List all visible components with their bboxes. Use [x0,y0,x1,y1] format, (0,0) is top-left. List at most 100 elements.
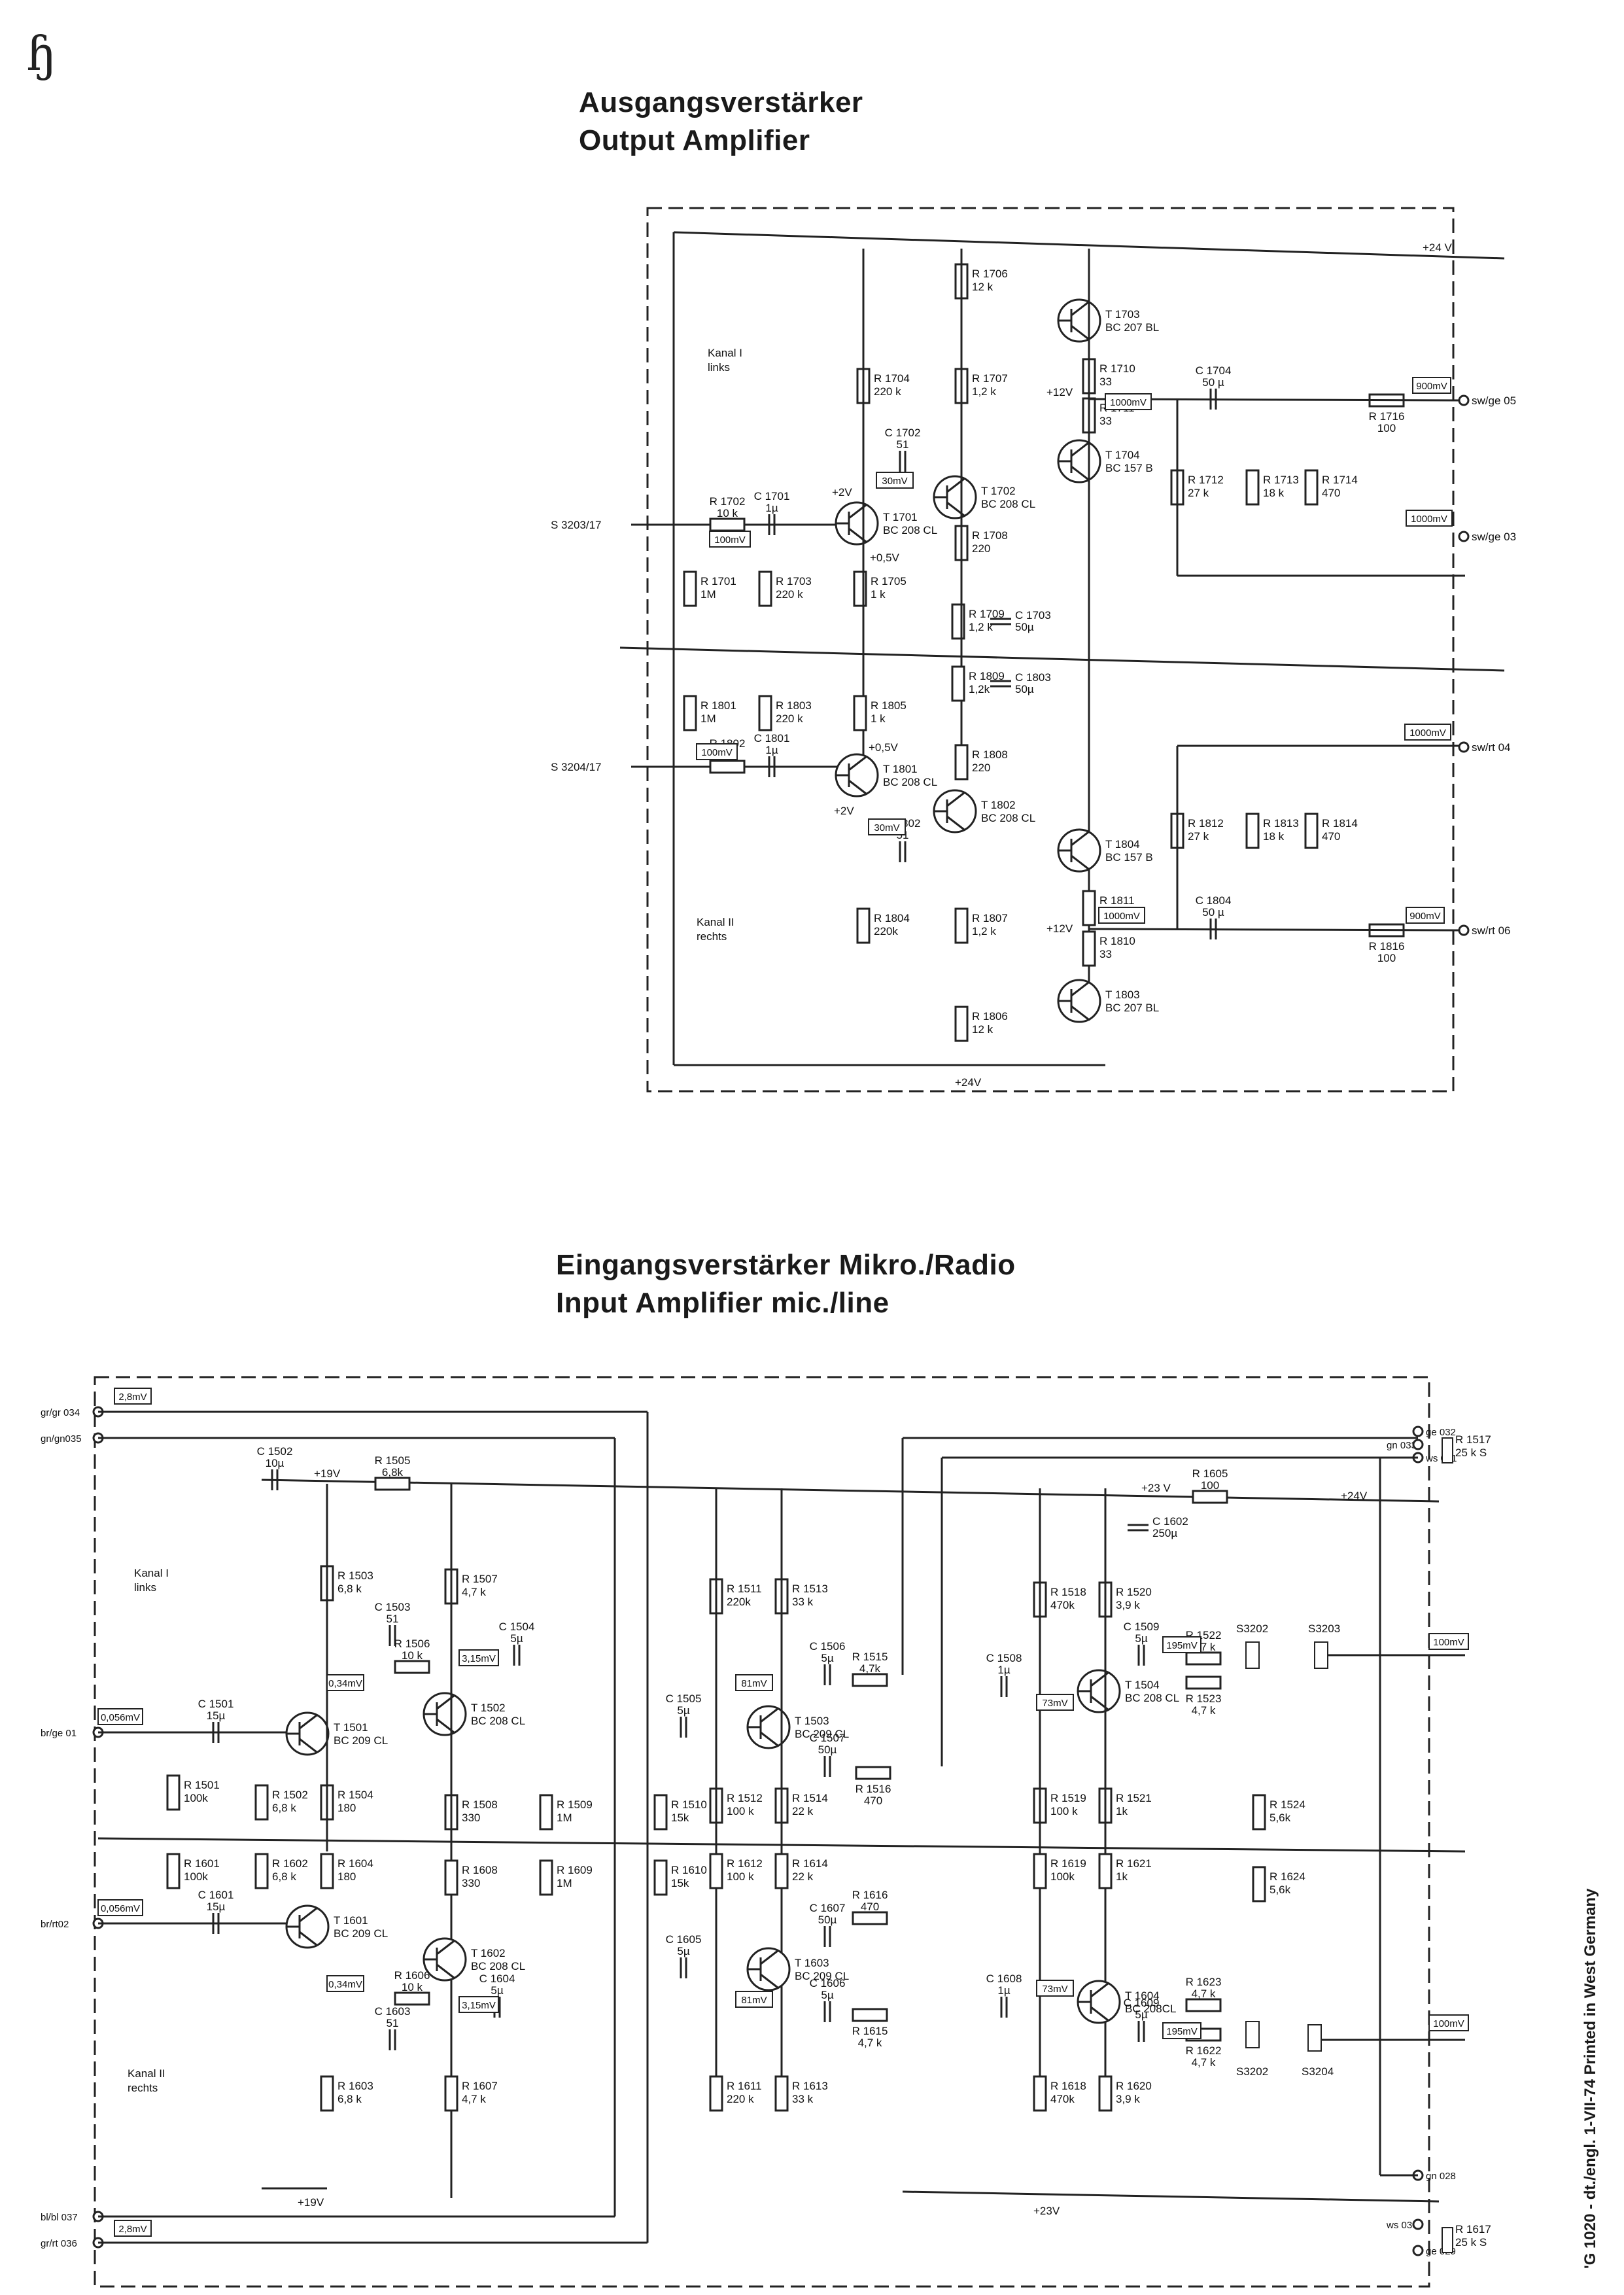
component-ref: R 1603 [337,2080,373,2092]
level-box [1162,2022,1201,2039]
transistor-emitter [848,779,867,795]
component-ref: C 1502 [257,1445,293,1458]
component-value: BC 209 CL [795,1970,849,1982]
component-value: 6,8k [382,1466,404,1479]
transistor-emitter [760,1731,778,1747]
potentiometer-r1517 [1442,1437,1453,1463]
component-value: 5µ [821,1652,833,1664]
component-ref: C 1803 [1015,671,1051,684]
resistor [852,1911,888,1925]
component-value: 220 k [874,385,901,398]
component-ref: C 1509 [1124,1621,1160,1633]
level-value: 900mV [1416,381,1447,392]
component-value: 27 k [1188,830,1209,843]
resistor [1185,1998,1222,2012]
kanal-label: Kanal II [697,916,734,928]
level-value: 3,15mV [462,1653,496,1664]
resistor [539,1859,553,1896]
component-value: 50µ [818,1743,837,1756]
transistor-emitter [1071,854,1089,870]
resistor [853,695,867,731]
component-value: 1µ [997,1984,1010,1997]
component-value: 220 k [776,712,803,725]
potentiometer-r1617 [1442,2227,1453,2253]
terminal [1412,1426,1424,1437]
component-value: 1M [700,588,716,601]
component-value: 250µ [1152,1527,1177,1539]
level-value: 30mV [882,476,907,487]
terminal [1412,1439,1424,1450]
output-amplifier-title: Ausgangsverstärker Output Amplifier [579,84,863,160]
component-value: 4,7 k [1192,2056,1216,2069]
level-box [97,1708,143,1725]
component-ref: R 1517 [1455,1433,1491,1446]
component-ref: T 1602 [471,1947,506,1959]
component-ref: R 1811 [1099,894,1135,907]
component-value: 51 [387,2017,399,2029]
component-ref: C 1703 [1015,609,1051,622]
transistor-emitter [946,815,965,831]
transistor-collector [760,1708,778,1723]
input-title-en: Input Amplifier mic./line [556,1287,890,1319]
component-ref: R 1807 [972,912,1008,924]
component-value: 100 [1377,952,1396,964]
component-ref: R 1703 [776,575,812,587]
pin-label: br/rt02 [41,1919,69,1930]
resistor [1245,813,1260,849]
resistor [774,1853,789,1889]
component-ref: R 1616 [852,1889,888,1901]
component-value: BC 208 CL [981,812,1035,824]
output-label: sw/ge 05 [1472,394,1516,407]
component-value: BC 208 CL [1125,1692,1179,1704]
component-ref: R 1712 [1188,474,1224,486]
input-amp-border [94,1376,1430,2288]
level-value: 81mV [741,1678,767,1689]
component-value: 50µ [818,1914,837,1926]
component-ref: R 1620 [1116,2080,1152,2092]
resistor [951,665,965,702]
transistor-collector [1071,831,1089,847]
component-ref: R 1514 [792,1792,828,1804]
resistor [444,2075,458,2112]
component-ref: C 1505 [666,1692,702,1705]
voltage-label: +0,5V [870,552,900,564]
component-value: 220k [874,925,898,937]
component-value: 100k [184,1870,208,1883]
terminal [1458,741,1470,753]
component-ref: R 1707 [972,372,1008,385]
component-value: 1M [557,1812,572,1824]
level-box [1428,1633,1469,1650]
component-value: 1M [557,1877,572,1889]
level-box [1105,393,1152,410]
component-ref: R 1810 [1099,935,1135,947]
component-ref: R 1812 [1188,817,1224,830]
level-box [1162,1636,1201,1653]
input-amplifier-title: Eingangsverstärker Mikro./Radio Input Am… [556,1246,1016,1322]
level-value: 100mV [1433,2018,1464,2029]
voltage-label: +12V [1046,386,1073,398]
component-ref: R 1519 [1050,1792,1086,1804]
component-value: 33 [1099,948,1112,960]
component-value: 12 k [972,281,993,293]
component-value: BC 157 B [1105,462,1153,474]
component-value: 1µ [765,502,778,514]
component-ref: R 1716 [1369,410,1405,423]
level-value: 0,056mV [101,1903,140,1914]
voltage-label: +0,5V [869,741,899,754]
component-value: 25 k S [1455,2236,1487,2249]
voltage-label: +2V [834,805,854,817]
component-ref: T 1501 [334,1721,368,1734]
component-value: 330 [462,1877,480,1889]
resistor [709,517,746,532]
component-value: 470 [1322,830,1340,843]
resistor [320,1853,334,1889]
output-label: sw/ge 03 [1472,531,1516,543]
component-value: 15µ [207,1901,226,1913]
resistor [1304,469,1319,506]
pin-label: ge 032 [1426,1427,1456,1438]
level-value: 73mV [1042,1698,1067,1709]
component-ref: C 1605 [666,1933,702,1946]
component-value: 470k [1050,2093,1075,2105]
component-ref: R 1619 [1050,1857,1086,1870]
component-ref: T 1604 [1125,1989,1160,2002]
